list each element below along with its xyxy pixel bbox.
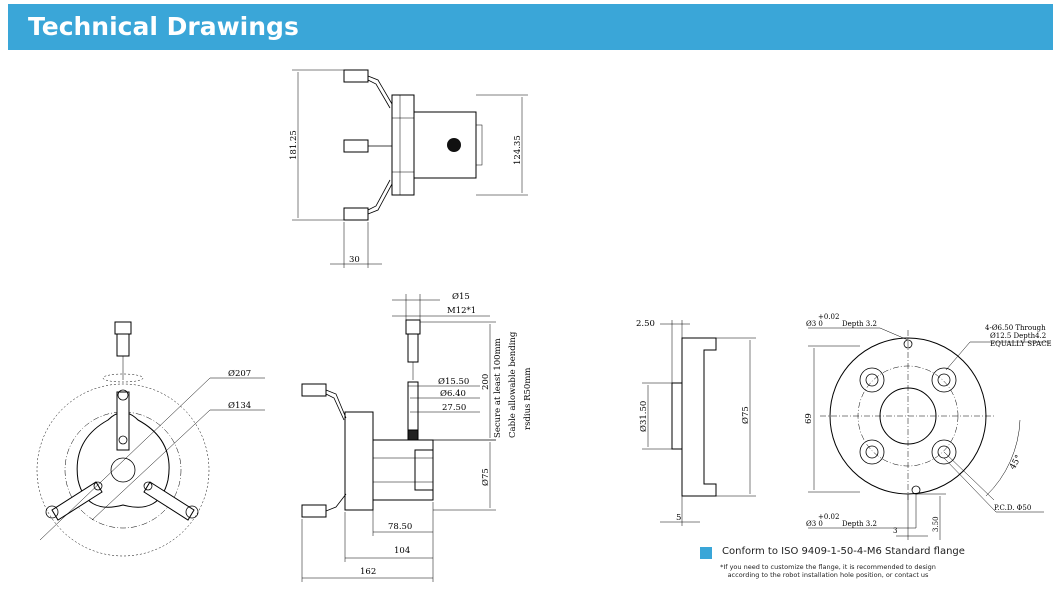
side-view-flange xyxy=(344,411,374,511)
dim-78-50: 78.50 xyxy=(388,522,412,532)
pin-depth-top: Depth 3.2 xyxy=(842,320,877,328)
dim-flange-75: Ø75 xyxy=(740,406,751,424)
front-view-finger-top xyxy=(116,391,130,451)
side-view-finger-bottom xyxy=(301,504,327,518)
cable-note-2: Cable allowable bending xyxy=(508,331,518,438)
front-view-outer-circle xyxy=(36,383,210,557)
cable-note-1: Secure at least 100mm xyxy=(493,338,503,438)
top-view: 181.25 124.35 30 xyxy=(289,69,528,268)
top-view-finger-mid xyxy=(343,139,369,153)
cable-note-3: rsdius R50mm xyxy=(523,368,533,430)
front-view-body xyxy=(76,412,170,508)
page-title: Technical Drawings xyxy=(28,12,299,41)
front-view-finger-right xyxy=(143,481,195,521)
dim-124-35: 124.35 xyxy=(513,135,523,165)
dim-181-25: 181.25 xyxy=(289,130,299,160)
dim-5: 5 xyxy=(676,513,681,523)
dim-pcd: P.C.D. Φ50 xyxy=(994,504,1031,512)
top-view-finger-bottom xyxy=(343,207,369,221)
flange-side-profile xyxy=(681,337,717,497)
top-view-flange xyxy=(391,94,415,196)
dim-3-50: 3.50 xyxy=(932,516,940,532)
dim-2-50: 2.50 xyxy=(636,319,655,329)
dim-m12: M12*1 xyxy=(447,306,476,316)
dim-27-50: 27.50 xyxy=(442,403,466,413)
side-view-connector xyxy=(405,319,421,335)
flange-side-view: 2.50 Ø31.50 Ø75 5 xyxy=(636,319,756,526)
dim-134: Ø134 xyxy=(228,400,251,411)
dim-207: Ø207 xyxy=(228,368,251,379)
dim-3: 3 xyxy=(893,527,897,535)
top-view-body xyxy=(413,111,477,179)
pin-depth-bottom: Depth 3.2 xyxy=(842,520,877,528)
pin-dia-bottom: Ø3 0 xyxy=(806,520,823,528)
dim-104: 104 xyxy=(394,546,410,556)
front-view: Ø207 Ø134 xyxy=(36,321,265,557)
side-view: Ø15 M12*1 200 Secure at least 100mm Cabl… xyxy=(301,291,533,582)
flange-bolt-holes xyxy=(859,367,957,465)
pin-tol-bottom: +0.02 xyxy=(818,513,839,521)
hole-note-1: 4-Ø6.50 Through xyxy=(985,324,1046,332)
dim-6-40: Ø6.40 xyxy=(440,388,466,399)
pin-tol-top: +0.02 xyxy=(818,313,839,321)
header-banner: Technical Drawings xyxy=(8,4,1053,50)
flange-front-view: +0.02 Ø3 0 Depth 3.2 4-Ø6.50 Through Ø12… xyxy=(804,313,1052,540)
flange-customize-note: *If you need to customize the flange, it… xyxy=(720,563,936,579)
dim-30: 30 xyxy=(349,255,360,265)
note-marker xyxy=(700,547,712,559)
dim-69: 69 xyxy=(804,413,814,424)
top-view-finger-top xyxy=(343,69,369,83)
side-view-finger-top xyxy=(301,383,327,397)
front-view-connector xyxy=(114,321,132,335)
dim-15-50: Ø15.50 xyxy=(438,376,469,387)
dim-15: Ø15 xyxy=(452,291,470,302)
top-view-port xyxy=(447,138,461,152)
dim-45: 45° xyxy=(1008,453,1024,471)
hole-note-2: Ø12.5 Depth4.2 xyxy=(990,332,1046,340)
dim-162: 162 xyxy=(360,567,376,577)
dim-75: Ø75 xyxy=(480,468,491,486)
hole-note-3: EQUALLY SPACE xyxy=(990,340,1052,348)
dim-31-50: Ø31.50 xyxy=(638,401,649,432)
flange-standard-note: Conform to ISO 9409-1-50-4-M6 Standard f… xyxy=(722,546,965,557)
pin-dia-top: Ø3 0 xyxy=(806,320,823,328)
dim-200: 200 xyxy=(481,374,491,390)
